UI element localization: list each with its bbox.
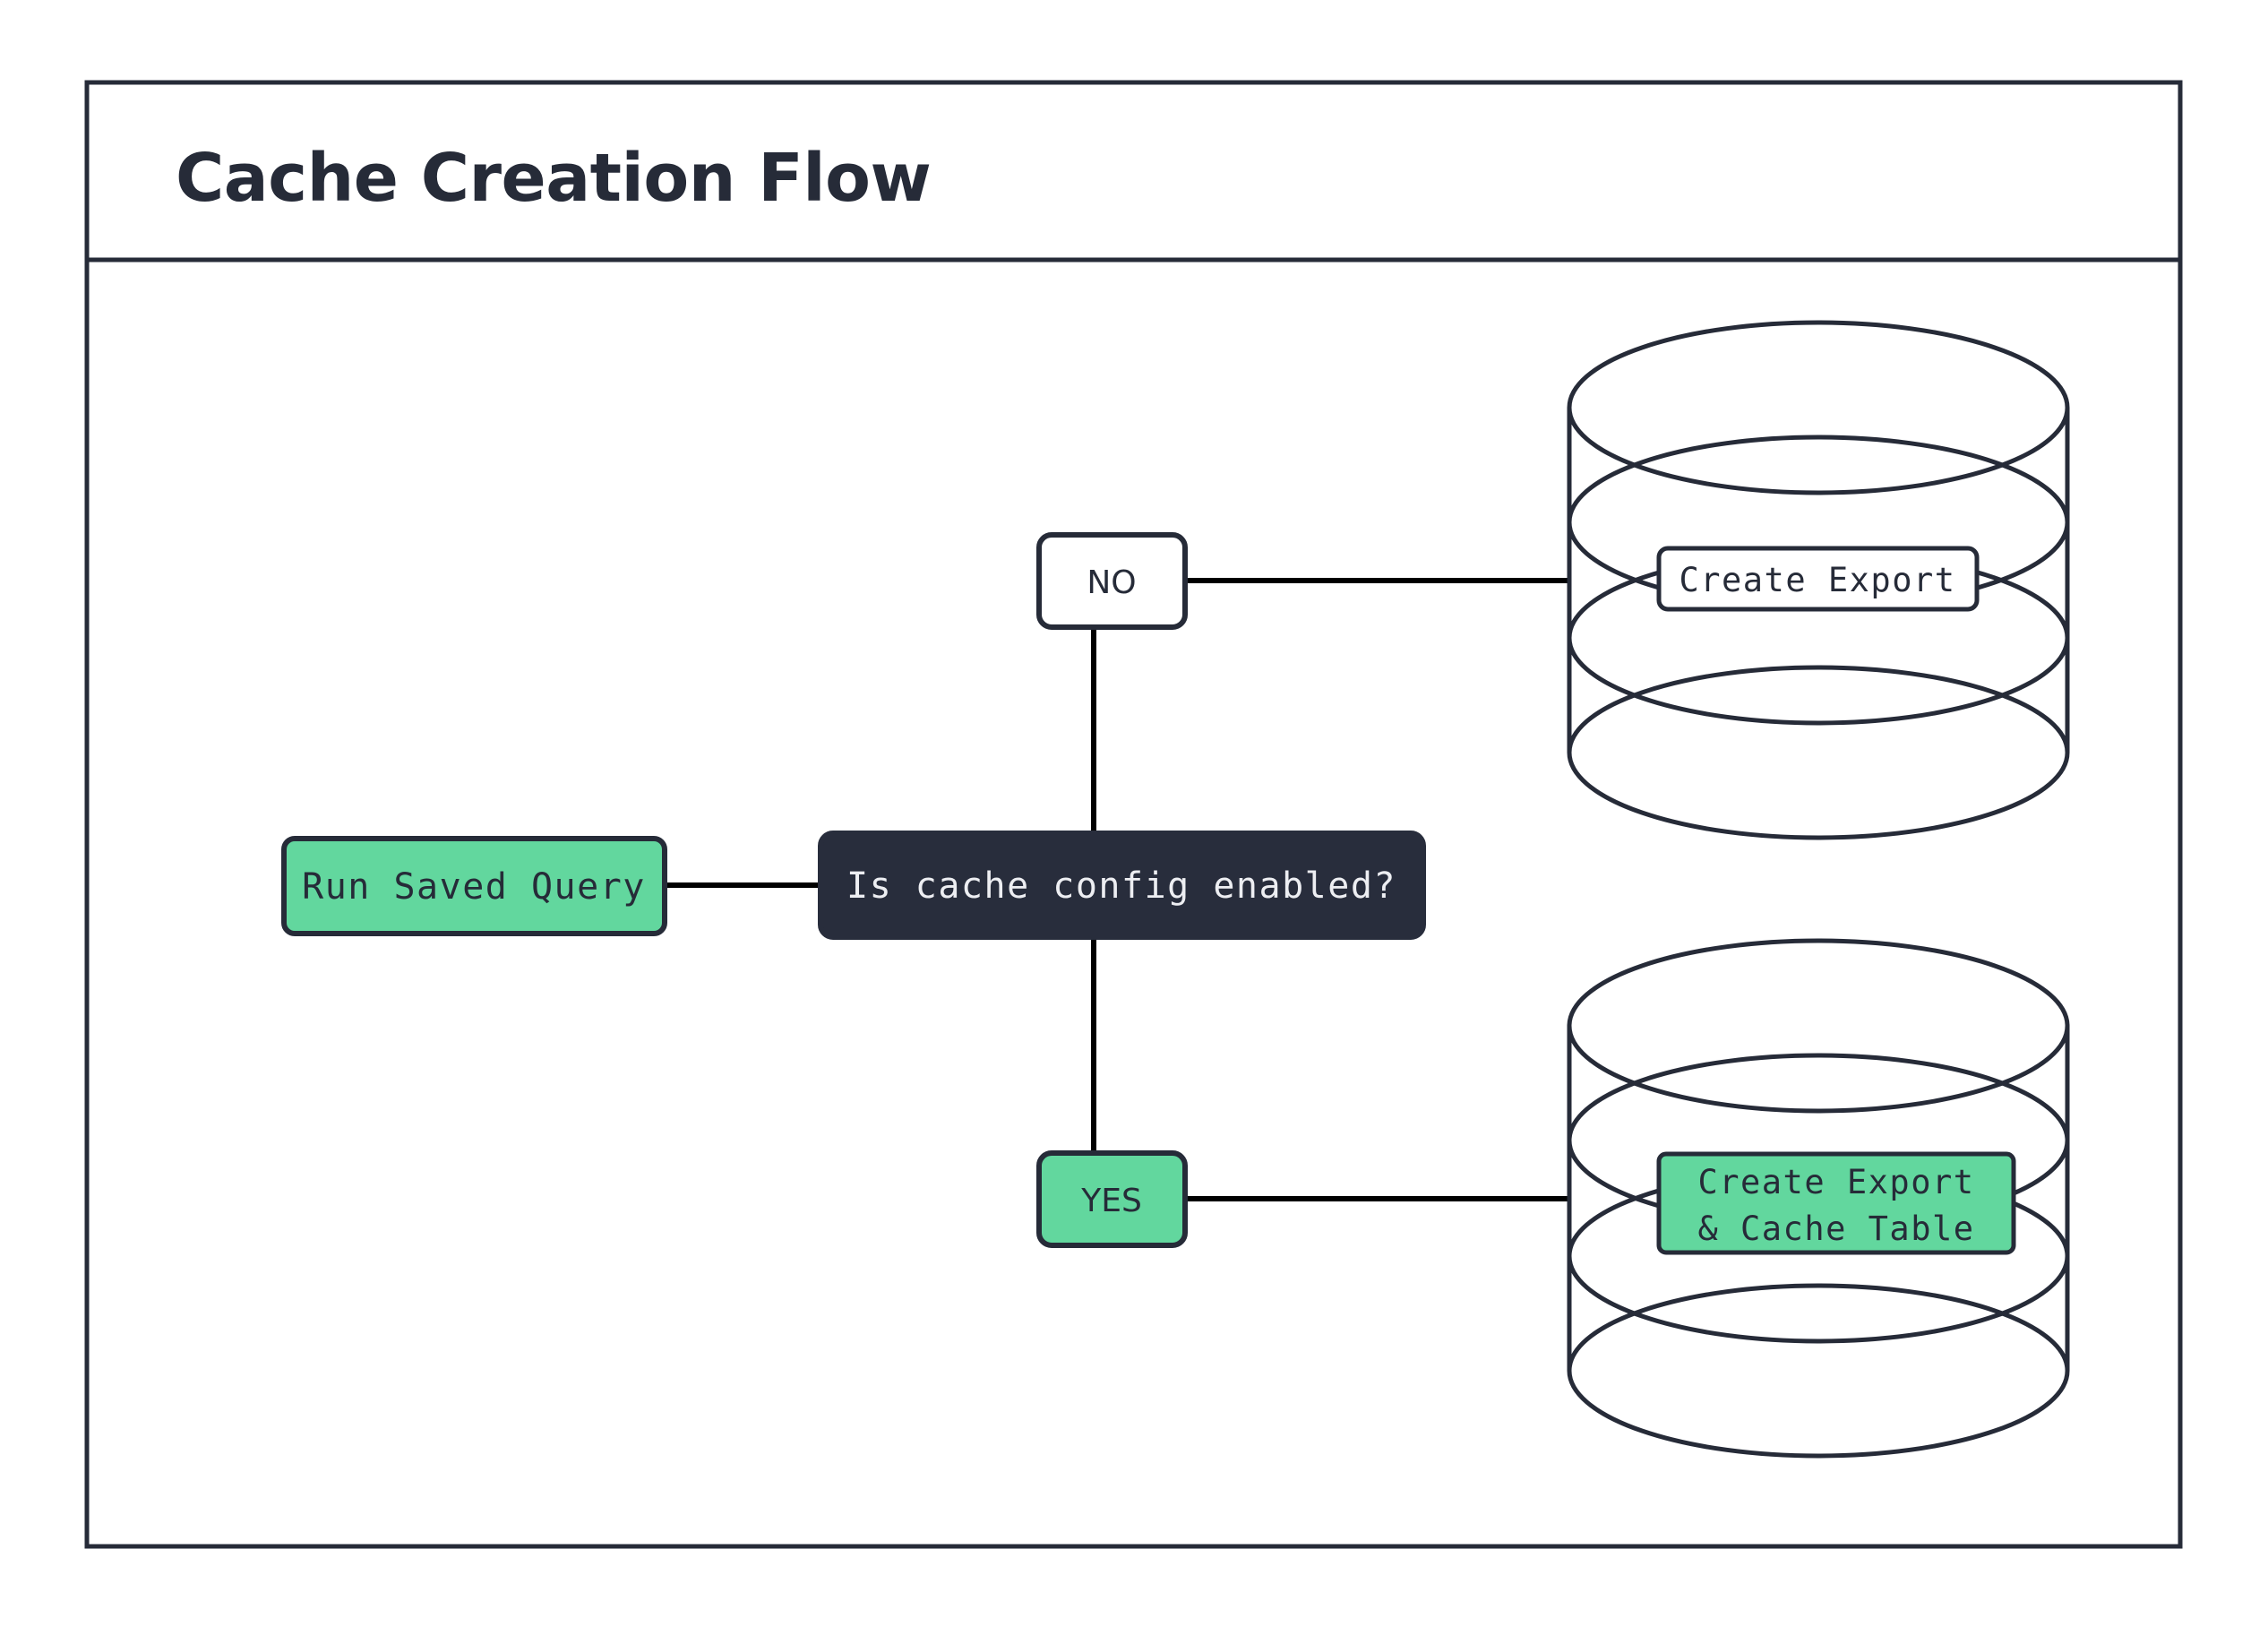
- database-label-box-create-export: [1656, 546, 1980, 612]
- branch-no-box[interactable]: [1036, 532, 1188, 630]
- database-label-cache-table-line2: & Cache Table: [1697, 1209, 1974, 1248]
- run-saved-query-box[interactable]: [281, 836, 667, 936]
- decision-box[interactable]: [818, 831, 1426, 940]
- node-run-saved-query[interactable]: Run Saved Query: [281, 836, 667, 936]
- decision-label: Is cache config enabled?: [846, 865, 1396, 907]
- database-label-create-export: Create Export: [1679, 561, 1955, 599]
- branch-no-label: NO: [1087, 564, 1136, 601]
- database-label-box-create-export-cache-table: [1656, 1151, 2016, 1255]
- cylinder-disc-1: [1567, 938, 2070, 1114]
- cylinder-disc-3: [1567, 1255, 2070, 1344]
- branch-yes-label: YES: [1080, 1183, 1142, 1219]
- run-saved-query-label: Run Saved Query: [302, 866, 646, 908]
- node-branch-yes[interactable]: YES: [1036, 1150, 1188, 1248]
- cylinder-disc-1: [1567, 320, 2070, 495]
- cylinder-disc-4: [1567, 752, 2070, 840]
- node-branch-no[interactable]: NO: [1036, 532, 1188, 630]
- node-is-cache-config-enabled[interactable]: Is cache config enabled?: [818, 831, 1426, 940]
- database-cylinder-create-export: Create Export: [1567, 320, 2070, 840]
- cylinder-disc-3: [1567, 637, 2070, 726]
- page-title: Cache Creation Flow: [176, 140, 931, 217]
- cylinder-disc-4: [1567, 1370, 2070, 1459]
- database-cylinder-create-export-cache-table: Create Export & Cache Table: [1567, 938, 2070, 1459]
- branch-yes-box[interactable]: [1036, 1150, 1188, 1248]
- database-label-create-export-line1: Create Export: [1697, 1163, 1974, 1201]
